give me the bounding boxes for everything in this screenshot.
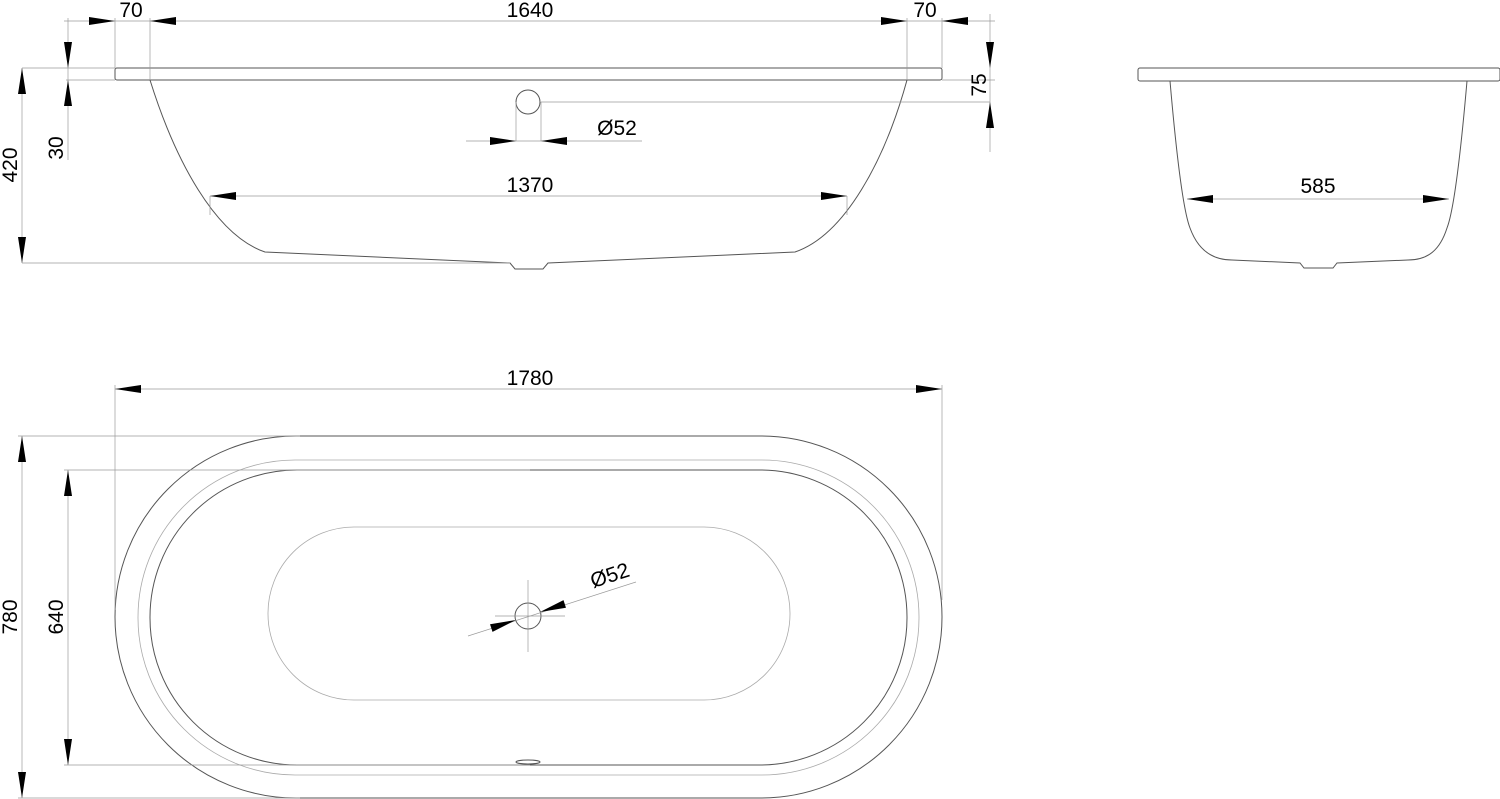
dim-rim-overhang-left: 70 [119, 0, 142, 22]
arrowhead [1187, 195, 1213, 203]
arrowhead [821, 192, 847, 200]
basin-edge [149, 469, 908, 766]
tub-body-side [149, 79, 908, 270]
dim-total-height: 420 [0, 147, 22, 182]
arrowhead [64, 80, 72, 106]
dim-drain-diameter: Ø52 [588, 559, 633, 593]
arrowhead [986, 102, 994, 128]
dim-rim-thickness: 30 [45, 136, 68, 159]
tub-body-end [1169, 80, 1468, 269]
arrowhead [18, 436, 26, 462]
arrowhead [89, 17, 115, 25]
arrowhead [942, 17, 968, 25]
arrowhead [540, 600, 566, 612]
arrowhead [18, 68, 26, 94]
dim-overflow-height: 75 [968, 73, 991, 96]
dimension-arrows [18, 17, 1449, 798]
arrowhead [150, 17, 176, 25]
outer-outline-top [114, 435, 943, 799]
arrowhead [881, 17, 907, 25]
arrowhead [1423, 195, 1449, 203]
arrowhead [18, 237, 26, 263]
dim-total-width: 780 [0, 599, 22, 634]
dim-overflow-diameter: Ø52 [597, 117, 637, 140]
arrowhead [115, 385, 141, 393]
overflow-hole-side [515, 89, 541, 115]
dim-inner-length-top: 1640 [507, 0, 554, 22]
rim-inner-line [137, 459, 920, 776]
arrowhead [64, 739, 72, 765]
arrowhead [64, 470, 72, 496]
rim-end [1137, 67, 1500, 82]
dim-bottom-width: 585 [1300, 175, 1335, 198]
end-view: 585 [1137, 67, 1500, 269]
dim-rim-overhang-right: 70 [913, 0, 936, 22]
arrowhead [64, 42, 72, 68]
arrowhead [18, 772, 26, 798]
arrowhead [490, 620, 516, 632]
arrowhead [986, 42, 994, 68]
top-view: 1780 780 640 Ø52 [0, 367, 943, 799]
dim-total-length: 1780 [507, 367, 554, 390]
arrowhead [210, 192, 236, 200]
dim-bottom-length: 1370 [507, 174, 554, 197]
overflow-mark [515, 759, 541, 765]
side-view: 70 1640 70 75 30 420 Ø52 1370 [0, 0, 995, 270]
arrowhead [490, 137, 516, 145]
rim-side [114, 67, 943, 81]
dim-inner-width: 640 [45, 599, 68, 634]
basin-bottom [267, 526, 791, 701]
arrowhead [916, 385, 942, 393]
arrowhead [541, 137, 567, 145]
